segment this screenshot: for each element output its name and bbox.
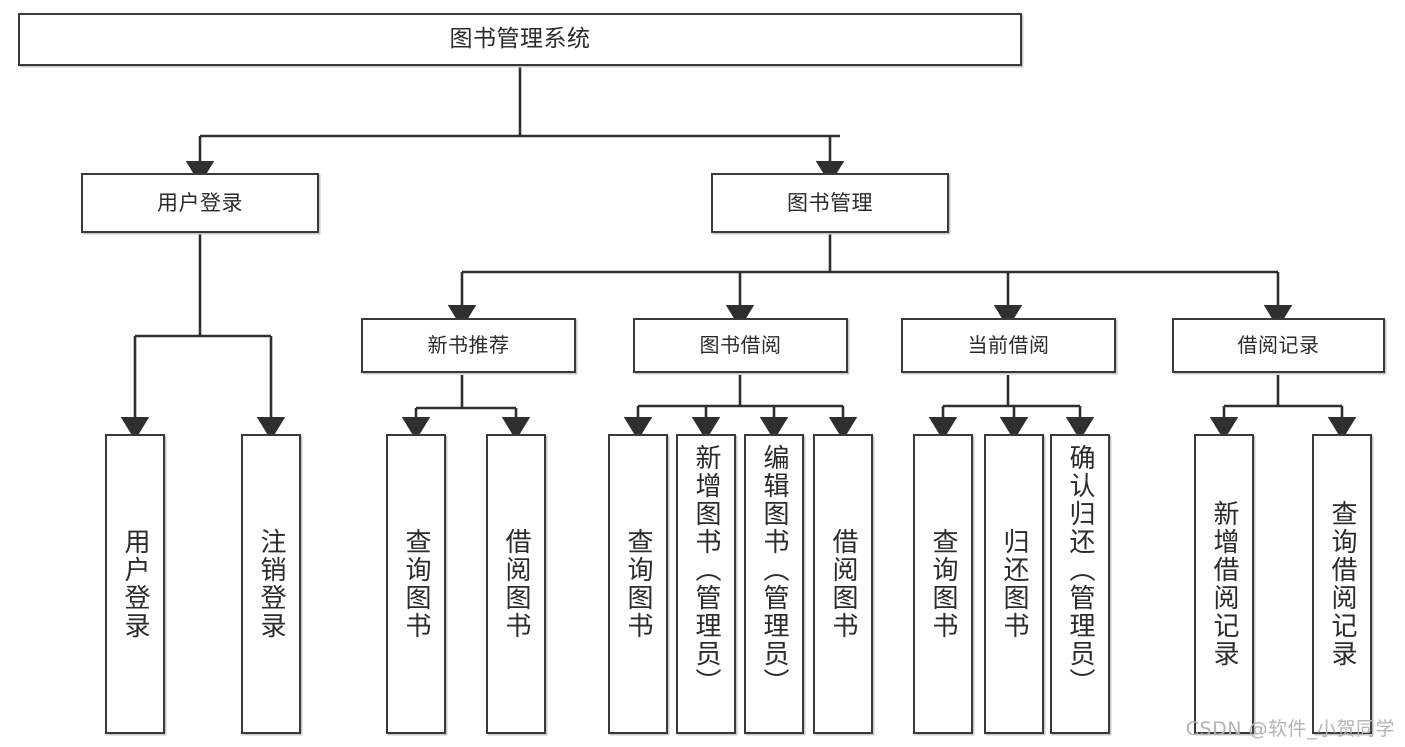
leaf-user-login-signin-label: 用户登录: [120, 528, 151, 640]
node-borrow-record-label: 借阅记录: [1237, 333, 1320, 357]
leaf-book-borrow-edit-label: 编辑图书（管理员）: [759, 444, 790, 696]
leaf-book-borrow-add-label: 新增图书（管理员）: [691, 444, 722, 696]
node-new-book-recommend-label: 新书推荐: [427, 333, 510, 357]
leaf-user-login-signin[interactable]: 用户登录: [105, 434, 165, 734]
node-user-login[interactable]: 用户登录: [81, 173, 319, 233]
leaf-book-borrow-query-label: 查询图书: [623, 528, 654, 640]
leaf-new-book-borrow-label: 借阅图书: [501, 528, 532, 640]
node-user-login-label: 用户登录: [157, 190, 243, 215]
node-current-borrow[interactable]: 当前借阅: [901, 318, 1116, 373]
watermark-text: CSDN @软件_小贺同学: [1185, 718, 1395, 740]
leaf-book-borrow-add[interactable]: 新增图书（管理员）: [676, 434, 736, 734]
leaf-current-borrow-query-label: 查询图书: [928, 528, 959, 640]
leaf-current-borrow-confirm[interactable]: 确认归还（管理员）: [1050, 434, 1110, 734]
leaf-borrow-record-query[interactable]: 查询借阅记录: [1312, 434, 1372, 734]
node-root-system[interactable]: 图书管理系统: [18, 13, 1022, 66]
node-book-management[interactable]: 图书管理: [711, 173, 949, 233]
node-root-label: 图书管理系统: [449, 26, 591, 53]
leaf-book-borrow-borrow[interactable]: 借阅图书: [813, 434, 873, 734]
leaf-borrow-record-query-label: 查询借阅记录: [1327, 500, 1358, 668]
leaf-book-borrow-edit[interactable]: 编辑图书（管理员）: [744, 434, 804, 734]
node-new-book-recommend[interactable]: 新书推荐: [361, 318, 576, 373]
node-book-borrow-label: 图书借阅: [699, 333, 782, 357]
leaf-book-borrow-query[interactable]: 查询图书: [608, 434, 668, 734]
node-book-management-label: 图书管理: [787, 190, 873, 215]
leaf-borrow-record-add[interactable]: 新增借阅记录: [1194, 434, 1254, 734]
leaf-borrow-record-add-label: 新增借阅记录: [1209, 500, 1240, 668]
leaf-book-borrow-borrow-label: 借阅图书: [828, 528, 859, 640]
leaf-current-borrow-return[interactable]: 归还图书: [984, 434, 1044, 734]
leaf-new-book-borrow[interactable]: 借阅图书: [486, 434, 546, 734]
leaf-current-borrow-query[interactable]: 查询图书: [913, 434, 973, 734]
leaf-current-borrow-confirm-label: 确认归还（管理员）: [1065, 444, 1096, 696]
leaf-new-book-query[interactable]: 查询图书: [386, 434, 446, 734]
node-current-borrow-label: 当前借阅: [967, 333, 1050, 357]
node-borrow-record[interactable]: 借阅记录: [1172, 318, 1385, 373]
leaf-user-login-signout-label: 注销登录: [256, 528, 287, 640]
leaf-current-borrow-return-label: 归还图书: [999, 528, 1030, 640]
leaf-user-login-signout[interactable]: 注销登录: [241, 434, 301, 734]
leaf-new-book-query-label: 查询图书: [401, 528, 432, 640]
node-book-borrow[interactable]: 图书借阅: [633, 318, 848, 373]
